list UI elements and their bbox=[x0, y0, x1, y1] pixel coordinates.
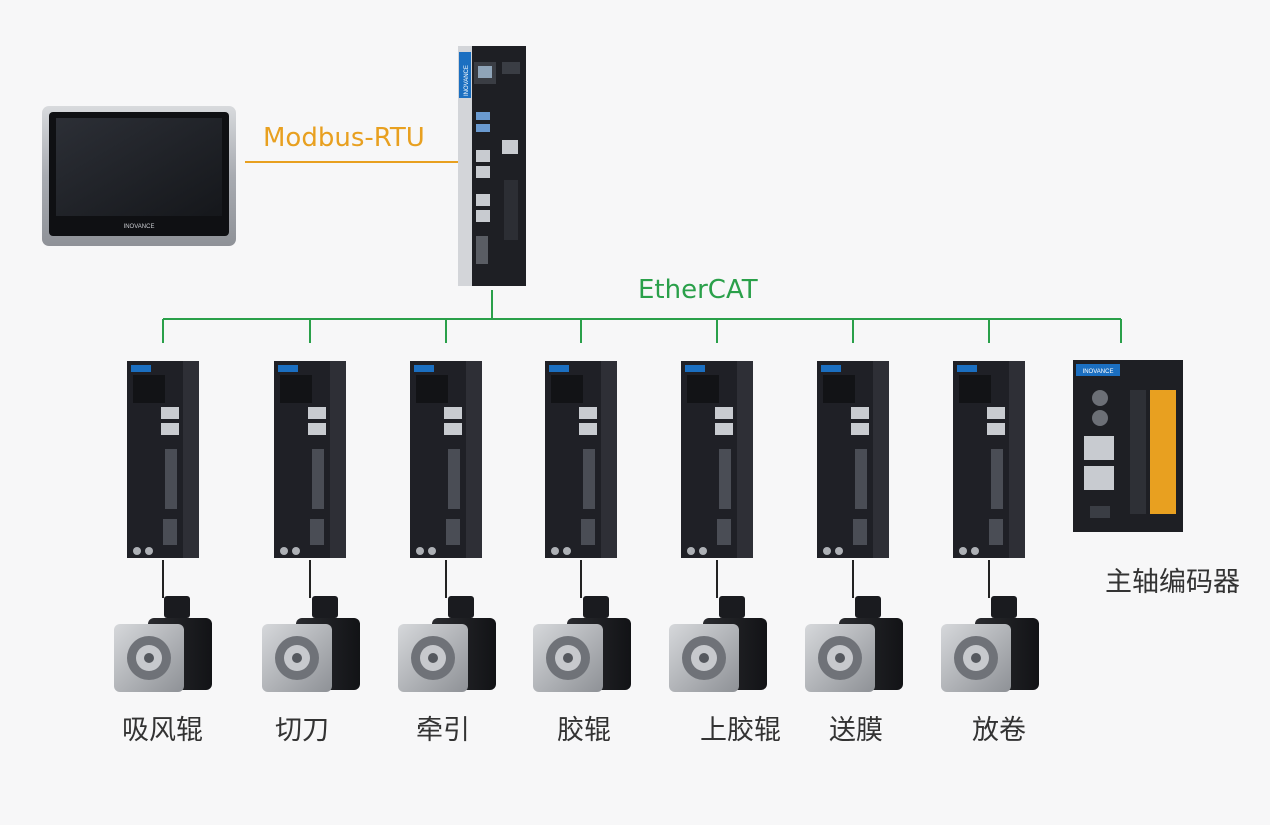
servo-drive bbox=[953, 361, 1025, 558]
plc-brand-logo: INOVANCE bbox=[464, 65, 470, 96]
encoder-label: 主轴编码器 bbox=[1105, 567, 1240, 598]
servo-drive bbox=[681, 361, 753, 558]
hmi-touchscreen: INOVANCE bbox=[42, 106, 236, 246]
axis-label: 切刀 bbox=[275, 715, 329, 746]
modbus-rtu-label: Modbus-RTU bbox=[263, 123, 425, 153]
servo-motor bbox=[398, 596, 496, 692]
servo-motor bbox=[262, 596, 360, 692]
ethercat-label: EtherCAT bbox=[638, 275, 758, 305]
io-brand-logo: INOVANCE bbox=[1083, 369, 1114, 375]
servo-motor bbox=[533, 596, 631, 692]
servo-drive bbox=[410, 361, 482, 558]
servo-motor bbox=[114, 596, 212, 692]
axis-label: 上胶辊 bbox=[700, 715, 781, 746]
servo-drives bbox=[127, 361, 1025, 558]
servo-drive bbox=[545, 361, 617, 558]
axis-label: 胶辊 bbox=[557, 715, 611, 746]
servo-drive bbox=[274, 361, 346, 558]
servo-motors bbox=[114, 596, 1039, 692]
servo-motor bbox=[805, 596, 903, 692]
servo-drive bbox=[127, 361, 199, 558]
axis-label: 吸风辊 bbox=[122, 715, 203, 746]
ethercat-bus bbox=[162, 290, 1122, 343]
hmi-brand-logo: INOVANCE bbox=[124, 224, 155, 230]
axis-label: 放卷 bbox=[972, 715, 1026, 746]
servo-motor bbox=[669, 596, 767, 692]
encoder-io-module: INOVANCE bbox=[1073, 360, 1183, 532]
servo-drive bbox=[817, 361, 889, 558]
plc-controller: INOVANCE bbox=[458, 46, 526, 286]
servo-motor bbox=[941, 596, 1039, 692]
axis-label: 牵引 bbox=[416, 715, 470, 746]
motor-cables bbox=[162, 560, 990, 598]
axis-label: 送膜 bbox=[829, 715, 883, 746]
